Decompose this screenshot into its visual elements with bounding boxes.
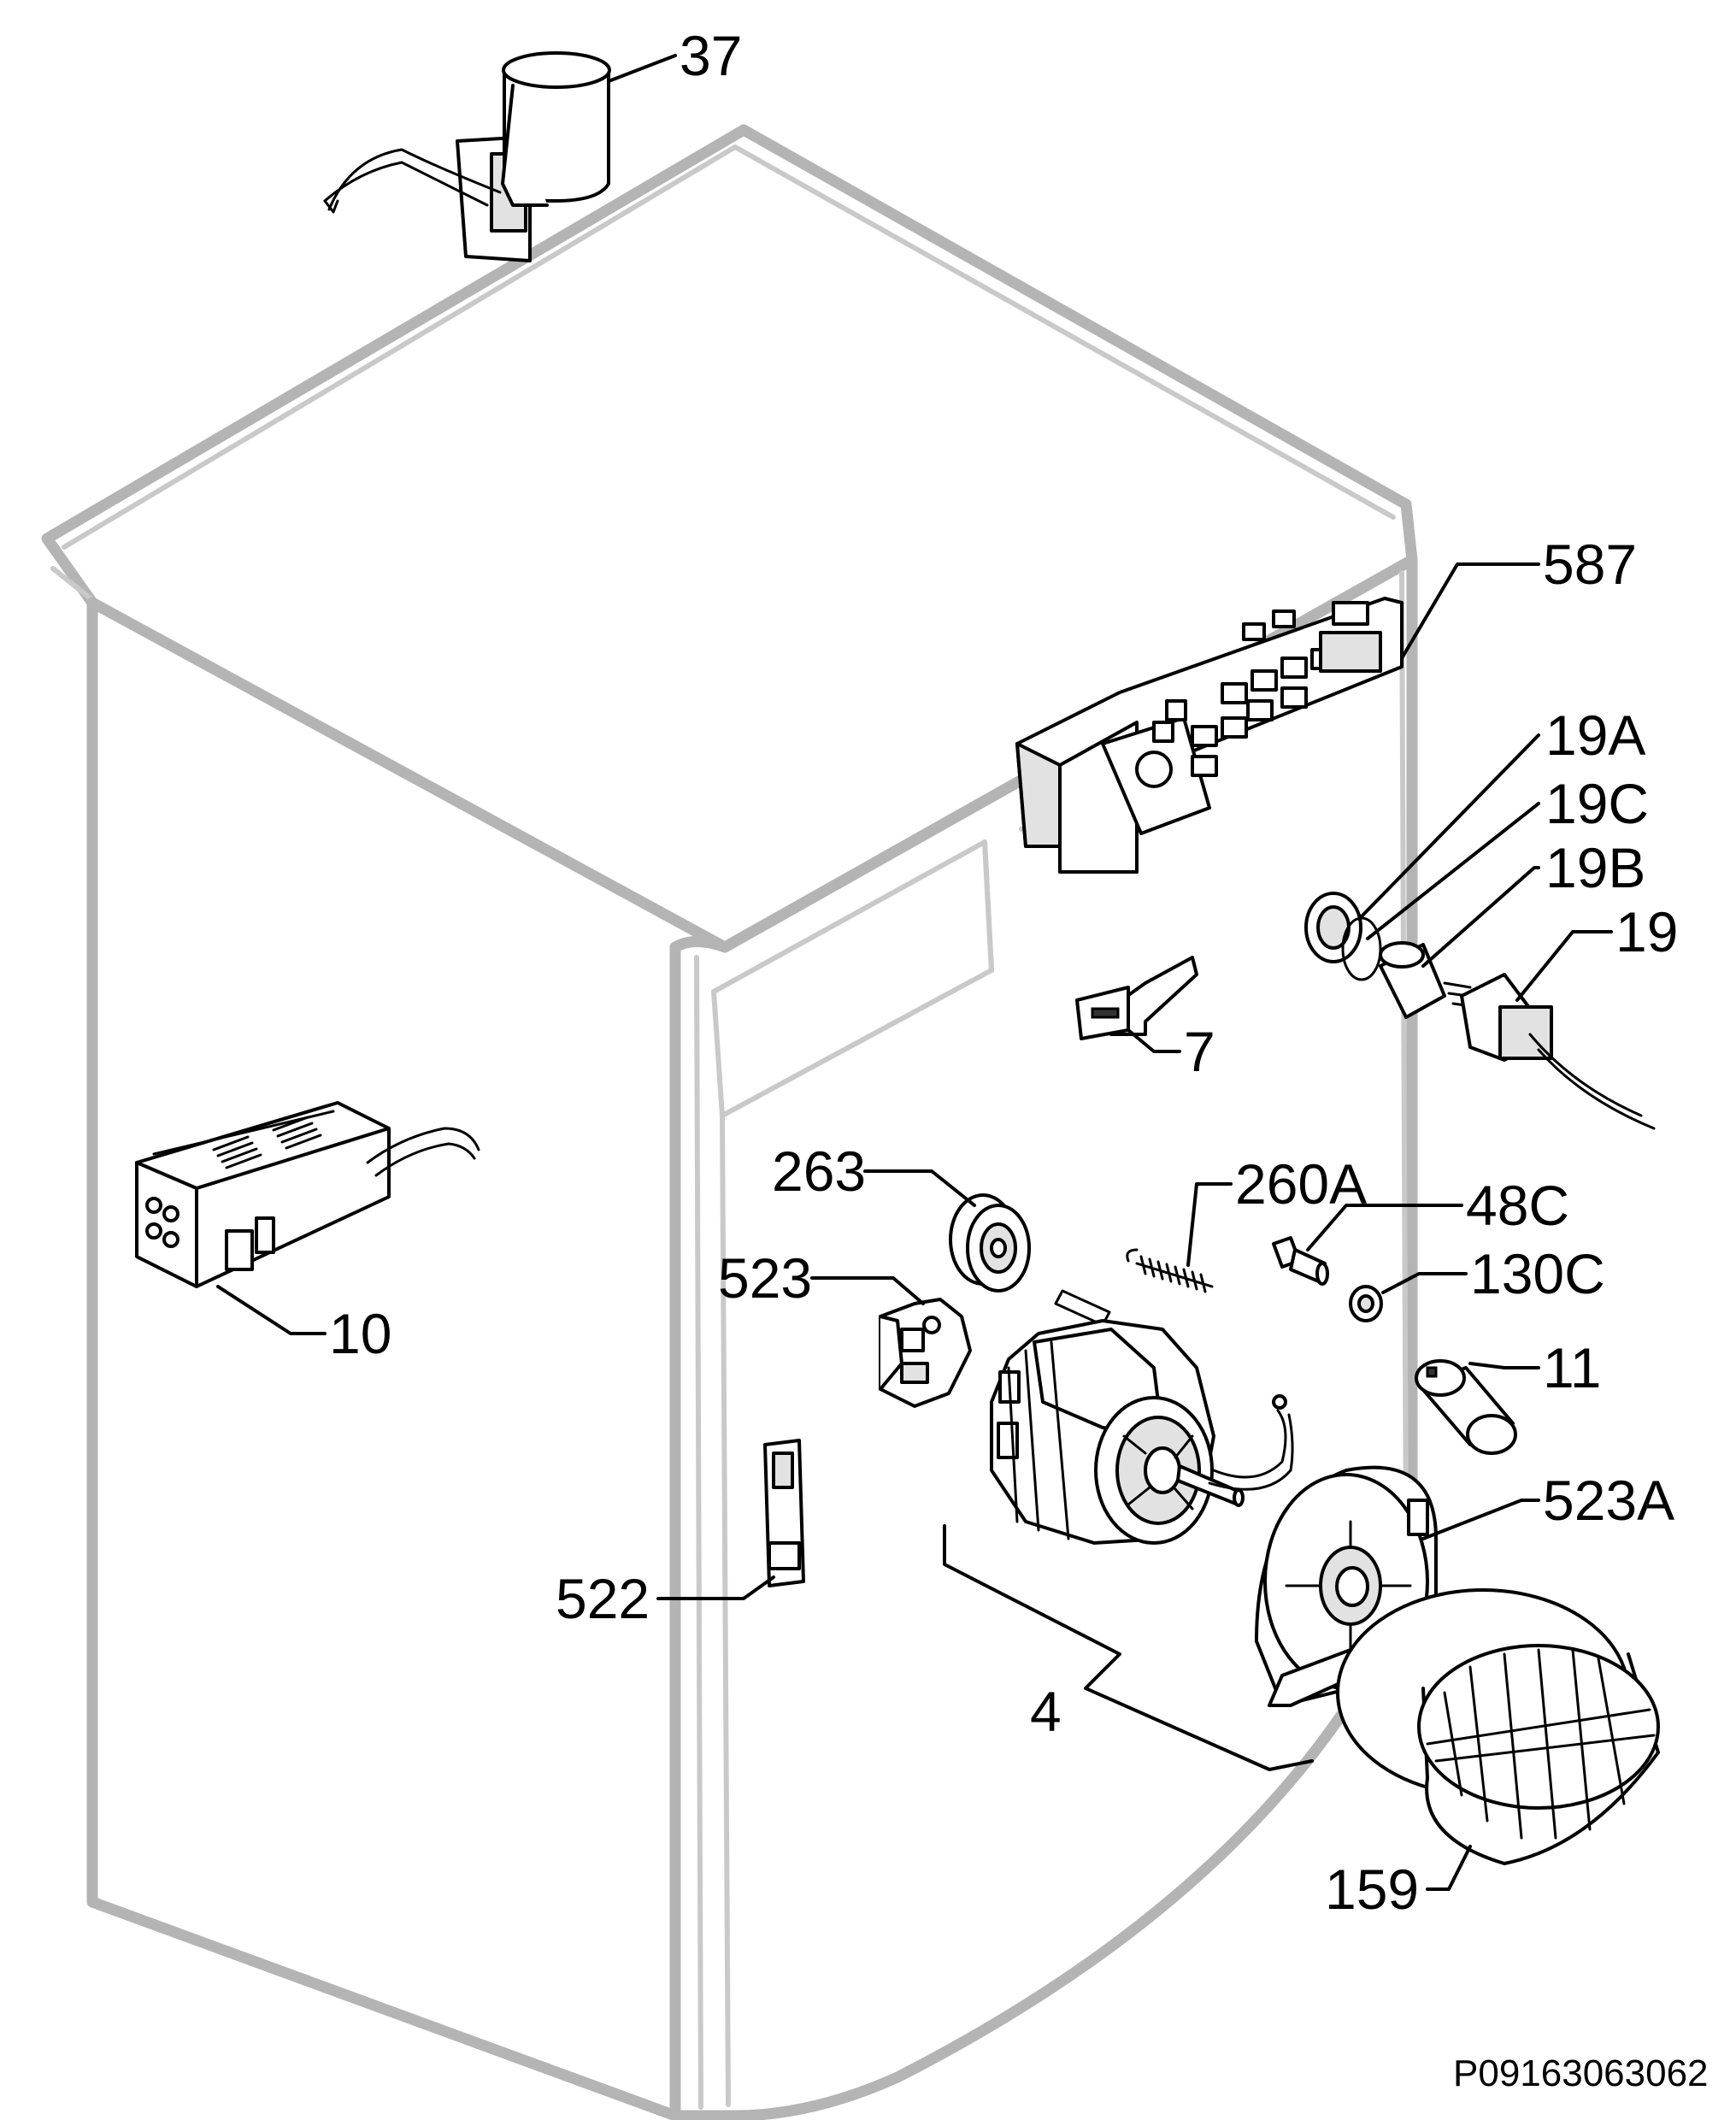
part-11-capacitor xyxy=(1415,1359,1517,1455)
part-4-motor xyxy=(990,1289,1294,1545)
callout-130C: 130C xyxy=(1470,1242,1605,1305)
part-523-bracket xyxy=(879,1298,972,1408)
part-10-heater xyxy=(135,1101,480,1288)
part-159-fan-wheel xyxy=(1336,1588,1660,1865)
callout-37: 37 xyxy=(680,24,742,87)
part-19A-grommet xyxy=(1304,892,1362,963)
part-263-pulley xyxy=(949,1193,1031,1293)
callout-4: 4 xyxy=(1030,1680,1062,1743)
callout-260A: 260A xyxy=(1235,1152,1367,1216)
callout-523A: 523A xyxy=(1543,1469,1674,1532)
callout-19: 19 xyxy=(1615,900,1678,963)
callout-7: 7 xyxy=(1184,1020,1215,1083)
part-523A-fan-housing xyxy=(1255,1465,1438,1707)
callout-263: 263 xyxy=(772,1140,866,1203)
callout-19A: 19A xyxy=(1545,704,1645,767)
callout-19C: 19C xyxy=(1545,772,1649,835)
callout-587: 587 xyxy=(1543,533,1637,596)
part-130C-bush xyxy=(1349,1285,1383,1322)
callout-523: 523 xyxy=(718,1246,812,1310)
part-48C-pin xyxy=(1272,1236,1329,1286)
leader-lines xyxy=(216,54,1613,1891)
callout-48C: 48C xyxy=(1466,1174,1569,1237)
callout-labels: 37 587 19A 19C 19B 19 7 10 263 260A 48C … xyxy=(329,24,1678,1921)
callout-522: 522 xyxy=(556,1567,650,1630)
callout-19B: 19B xyxy=(1545,836,1645,899)
part-7-switch xyxy=(1075,956,1198,1040)
cabinet-outline xyxy=(41,124,1418,2120)
part-522-door-lock xyxy=(763,1439,805,1587)
board-components xyxy=(1152,601,1382,777)
heater-coils xyxy=(212,1116,322,1169)
callout-10: 10 xyxy=(329,1302,391,1365)
callout-159: 159 xyxy=(1325,1858,1419,1921)
part-19-sensor xyxy=(1460,973,1656,1130)
part-587-electronic-board xyxy=(1015,597,1404,874)
part-260A-spring xyxy=(1126,1248,1214,1293)
drawing-code: P09163063062 xyxy=(1453,2052,1709,2094)
callout-11: 11 xyxy=(1543,1336,1602,1399)
part-37-capacitor xyxy=(323,51,611,262)
